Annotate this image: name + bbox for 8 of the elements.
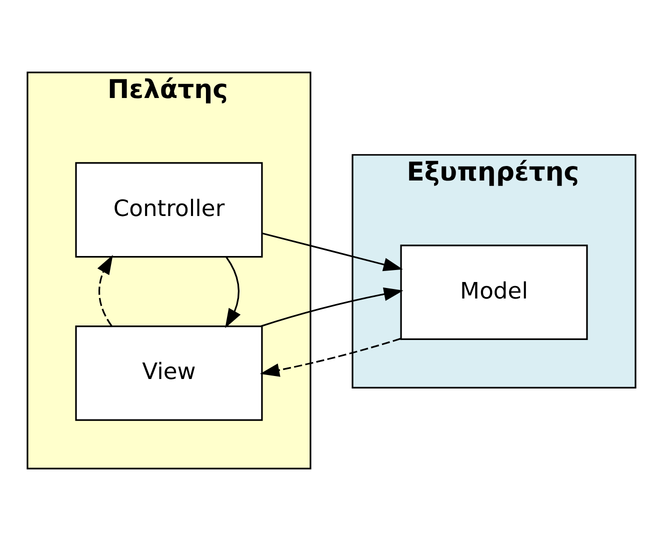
- arrow: [260, 337, 401, 376]
- arrow: [260, 286, 404, 326]
- node-box: View: [75, 324, 263, 420]
- node-box: Controller: [75, 162, 263, 258]
- arrow: [225, 256, 241, 328]
- arrow: [262, 232, 403, 271]
- arrow: [97, 254, 113, 326]
- node-box: Model: [400, 244, 588, 340]
